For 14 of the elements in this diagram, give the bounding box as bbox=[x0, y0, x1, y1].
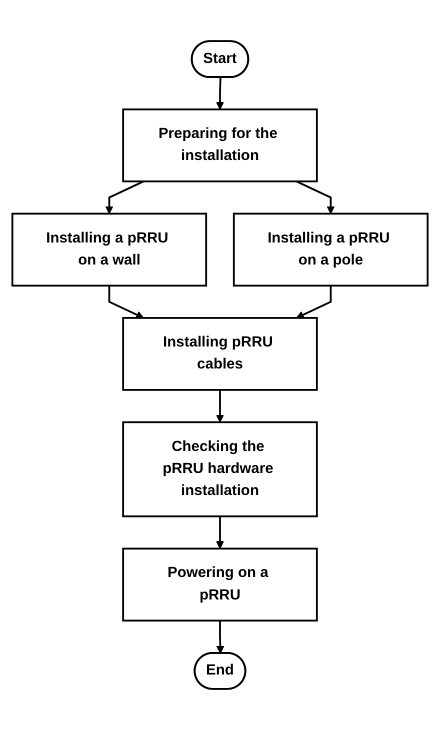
arrow bbox=[296, 285, 332, 318]
arrow bbox=[296, 180, 335, 214]
arrow bbox=[108, 285, 144, 318]
node-box: Checking the pRRU hardware installation bbox=[122, 420, 318, 517]
node-box: Installing pRRU cables bbox=[122, 316, 318, 390]
node-box: Preparing for the installation bbox=[122, 108, 318, 182]
arrow bbox=[216, 620, 224, 654]
arrow bbox=[216, 77, 224, 110]
arrow bbox=[216, 389, 224, 422]
arrow bbox=[105, 180, 144, 214]
node-box: Installing a pRRU on a pole bbox=[232, 212, 429, 286]
node-box: Powering on a pRRU bbox=[122, 547, 318, 622]
node-box: Installing a pRRU on a wall bbox=[11, 212, 208, 286]
arrow bbox=[216, 516, 224, 548]
